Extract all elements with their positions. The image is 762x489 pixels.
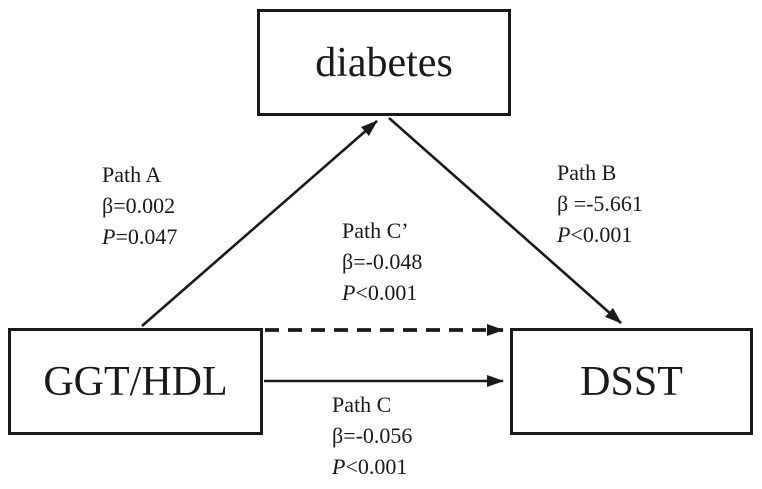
path-b-label: Path B β =-5.661 P<0.001 (557, 157, 643, 250)
node-dsst-label: DSST (580, 358, 683, 405)
path-b-beta: β =-5.661 (557, 191, 643, 216)
path-c-prime-name: Path C’ (342, 218, 409, 243)
path-a-name: Path A (102, 162, 162, 187)
path-b-arrow (388, 117, 622, 324)
path-c-prime-beta: β=-0.048 (342, 249, 423, 274)
path-a-beta: β=0.002 (102, 193, 176, 218)
path-b-pvalue: P<0.001 (557, 222, 633, 247)
path-c-prime-pvalue: P<0.001 (342, 280, 418, 305)
node-dsst: DSST (510, 328, 753, 435)
path-c-pvalue: P<0.001 (332, 454, 408, 479)
path-a-pvalue: P=0.047 (102, 224, 178, 249)
path-c-prime-label: Path C’ β=-0.048 P<0.001 (342, 215, 422, 308)
node-diabetes: diabetes (257, 9, 511, 116)
node-ggt-hdl: GGT/HDL (8, 328, 263, 435)
node-ggt-hdl-label: GGT/HDL (43, 358, 228, 405)
path-c-name: Path C (332, 392, 392, 417)
path-a-arrow (141, 120, 378, 327)
path-a-label: Path A β=0.002 P=0.047 (102, 159, 177, 252)
path-c-label: Path C β=-0.056 P<0.001 (332, 389, 412, 482)
node-diabetes-label: diabetes (315, 39, 453, 86)
path-c-beta: β=-0.056 (332, 423, 413, 448)
path-b-name: Path B (557, 160, 617, 185)
